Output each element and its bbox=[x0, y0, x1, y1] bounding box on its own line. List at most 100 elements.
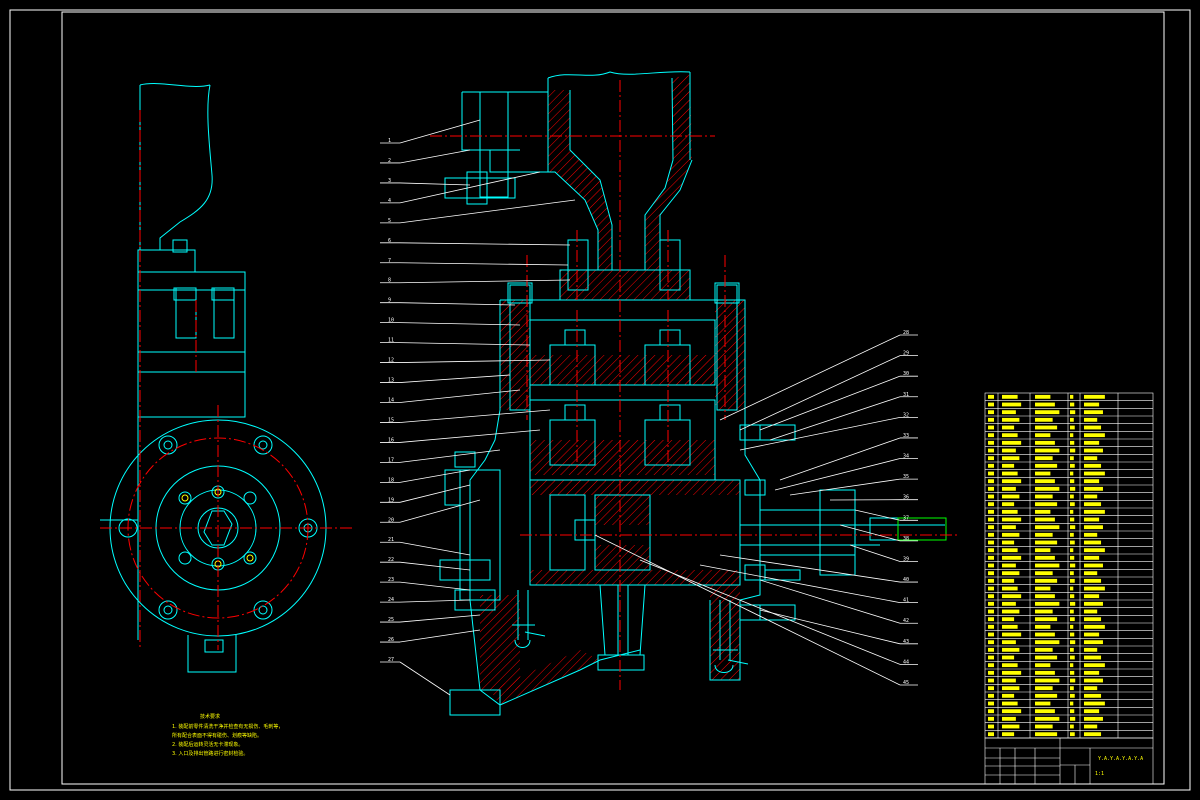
bom-cell-text bbox=[1084, 701, 1105, 706]
left-callout-number: 18 bbox=[388, 477, 394, 483]
bom-cell-text bbox=[1070, 586, 1074, 591]
bom-cell-text bbox=[1084, 532, 1098, 537]
left-callout-leader bbox=[399, 429, 541, 443]
bom-cell-text bbox=[1002, 417, 1020, 422]
bom-cell-text bbox=[1035, 548, 1051, 553]
bom-cell-text bbox=[1002, 709, 1022, 714]
bom-cell-text bbox=[1070, 709, 1075, 714]
technical-notes: 技术要求 1. 装配前零件清洗干净并检查有无损伤、毛刺等， 所有配合表面不得有碰… bbox=[172, 713, 283, 757]
bom-cell-text bbox=[1002, 586, 1018, 591]
bom-cell-text bbox=[1070, 609, 1074, 614]
bom-cell-text bbox=[1084, 402, 1100, 407]
right-callout-number: 35 bbox=[903, 474, 909, 480]
bom-cell-text bbox=[1035, 502, 1058, 507]
right-callout-leader bbox=[739, 416, 901, 451]
bom-cell-text bbox=[1070, 663, 1074, 668]
bom-cell-text bbox=[1035, 601, 1060, 606]
bom-cell-text bbox=[1084, 586, 1105, 591]
shaft-output bbox=[897, 517, 947, 541]
bom-cell-text bbox=[1084, 479, 1100, 484]
notes-heading: 技术要求 bbox=[200, 713, 220, 720]
right-callout-number: 30 bbox=[903, 371, 909, 377]
bom-cell-text bbox=[1084, 601, 1103, 606]
left-callout-leader bbox=[399, 469, 471, 483]
left-callout-number: 12 bbox=[388, 358, 394, 364]
bom-row-number bbox=[988, 540, 994, 545]
left-callout-number: 23 bbox=[388, 577, 394, 583]
right-callout-leader bbox=[719, 554, 901, 583]
bom-cell-text bbox=[1070, 640, 1076, 645]
bom-cell-text bbox=[1002, 624, 1018, 629]
left-callout-labels: 1234567891011121314151617181920212223242… bbox=[388, 138, 394, 663]
bom-row-number bbox=[988, 686, 994, 691]
bom-row-number bbox=[988, 394, 994, 399]
bom-row-number bbox=[988, 502, 994, 507]
bom-cell-text bbox=[1002, 440, 1022, 445]
bom-row-number bbox=[988, 632, 994, 637]
bom-cell-text bbox=[1035, 540, 1058, 545]
bom-cell-text bbox=[1070, 402, 1075, 407]
bom-cell-text bbox=[1035, 494, 1053, 499]
bom-cell-text bbox=[1002, 502, 1015, 507]
bom-cell-text bbox=[1002, 540, 1015, 545]
bom-cell-text bbox=[1084, 663, 1105, 668]
left-callout-leader bbox=[399, 262, 569, 266]
bom-cell-text bbox=[1035, 647, 1053, 652]
bom-row-number bbox=[988, 601, 994, 606]
bom-cell-text bbox=[1070, 525, 1076, 530]
side-view-centerlines bbox=[100, 110, 355, 650]
left-callout-number: 19 bbox=[388, 497, 394, 503]
right-callout-number: 33 bbox=[903, 433, 909, 439]
bom-cell-text bbox=[1035, 394, 1051, 399]
left-leader-lines bbox=[380, 119, 576, 696]
left-callout-number: 21 bbox=[388, 537, 394, 543]
bom-cell-text bbox=[1084, 632, 1100, 637]
bom-cell-text bbox=[1070, 456, 1074, 461]
bom-cell-text bbox=[1084, 670, 1100, 675]
bom-row-number bbox=[988, 609, 994, 614]
bom-cell-text bbox=[1035, 456, 1053, 461]
bom-cell-text bbox=[1084, 678, 1103, 683]
bom-cell-text bbox=[1070, 540, 1075, 545]
left-callout-leader bbox=[399, 242, 571, 246]
right-callout-number: 29 bbox=[903, 351, 909, 357]
bom-cell-text bbox=[1070, 701, 1074, 706]
bom-cell-text bbox=[1035, 571, 1053, 576]
right-callout-number: 32 bbox=[903, 412, 909, 418]
bom-cell-text bbox=[1035, 640, 1060, 645]
bom-cell-text bbox=[1002, 448, 1016, 453]
bom-cell-text bbox=[1084, 716, 1103, 721]
left-callout-number: 27 bbox=[388, 657, 394, 663]
side-view bbox=[100, 83, 327, 673]
bom-cell-text bbox=[1084, 563, 1103, 568]
inner-frame bbox=[61, 11, 1165, 785]
bom-cell-text bbox=[1002, 571, 1020, 576]
bom-cell-text bbox=[1035, 433, 1051, 438]
bom-row-number bbox=[988, 548, 994, 553]
right-callout-leader bbox=[774, 458, 901, 491]
bom-cell-text bbox=[1035, 417, 1053, 422]
left-callout-leader bbox=[399, 599, 471, 603]
bom-cell-text bbox=[1002, 532, 1020, 537]
bom-cell-text bbox=[1070, 532, 1074, 537]
right-callout-number: 34 bbox=[903, 454, 909, 460]
bom-cell-text bbox=[1002, 686, 1020, 691]
bom-cell-text bbox=[1070, 670, 1075, 675]
bom-row-number bbox=[988, 586, 994, 591]
bom-cell-text bbox=[1002, 509, 1018, 514]
left-callout-leader bbox=[399, 342, 531, 346]
bom-cell-text bbox=[1002, 402, 1022, 407]
bom-cell-text bbox=[1035, 670, 1055, 675]
bom-cell-text bbox=[1002, 456, 1020, 461]
bom-row-number bbox=[988, 402, 994, 407]
bom-cell-text bbox=[1084, 502, 1102, 507]
bom-cell-text bbox=[1084, 517, 1100, 522]
bom-cell-text bbox=[1035, 586, 1051, 591]
bom-cell-text bbox=[1002, 479, 1022, 484]
bom-row-number bbox=[988, 693, 994, 698]
bom-cell-text bbox=[1002, 724, 1020, 729]
bom-cell-text bbox=[1070, 471, 1074, 476]
bom-cell-text bbox=[1070, 693, 1075, 698]
bom-cell-text bbox=[1084, 394, 1105, 399]
bom-cell-text bbox=[1070, 563, 1076, 568]
